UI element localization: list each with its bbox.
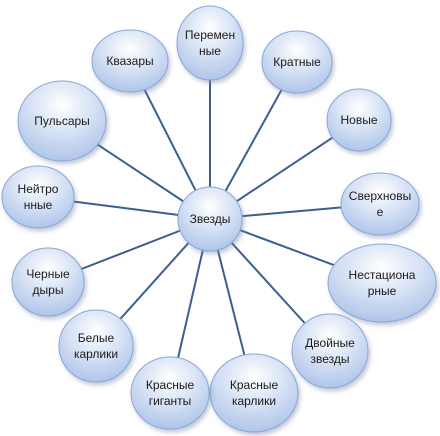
- node-neitronnye: Нейтро нные: [1, 165, 75, 229]
- node-krasnye-karliki-label-line: Красные: [230, 378, 279, 392]
- node-chernye-dyry-label-line: Черные: [26, 267, 70, 281]
- center-node-zvezdy-circle: [177, 186, 243, 252]
- node-kvazary: Квазары: [91, 29, 169, 93]
- node-novye-circle: [326, 88, 392, 152]
- node-belye-karliki-label-line: карлики: [74, 347, 118, 361]
- node-pulsary-circle: [17, 80, 107, 162]
- node-kratnye-label-line: Кратные: [273, 55, 321, 69]
- node-belye-karliki: Белые карлики: [58, 309, 134, 383]
- node-peremennye-label-line: ные: [199, 44, 221, 58]
- center-node-zvezdy-label-line: Звезды: [190, 212, 231, 226]
- node-peremennye-circle: [176, 5, 244, 81]
- node-belye-karliki-circle: [58, 309, 134, 383]
- node-sverkhnovye: Сверхновы е: [340, 172, 420, 236]
- node-krasnye-giganty-label-line: Красные: [146, 378, 195, 392]
- node-chernye-dyry: Черные дыры: [11, 247, 85, 317]
- node-belye-karliki-label-line: Белые: [78, 331, 115, 345]
- node-neitronnye-label-line: Нейтро: [18, 182, 59, 196]
- node-kvazary-label-line: Квазары: [106, 54, 153, 68]
- node-sverkhnovye-circle: [340, 172, 420, 236]
- node-krasnye-karliki-circle: [209, 353, 299, 433]
- node-krasnye-karliki: Красные карлики: [209, 353, 299, 433]
- node-kratnye: Кратные: [261, 30, 333, 94]
- node-novye-label-line: Новые: [340, 113, 377, 127]
- node-sverkhnovye-label-line: е: [377, 205, 384, 219]
- node-sverkhnovye-label-line: Сверхновы: [349, 189, 411, 203]
- node-peremennye: Перемен ные: [176, 5, 244, 81]
- center-node-zvezdy: Звезды: [177, 186, 243, 252]
- node-nestatsionarnye: Нестациона рные: [327, 243, 437, 323]
- node-krasnye-giganty-circle: [130, 356, 210, 430]
- node-kvazary-circle: [91, 29, 169, 93]
- node-kratnye-circle: [261, 30, 333, 94]
- node-chernye-dyry-label-line: дыры: [33, 283, 64, 297]
- node-krasnye-giganty: Красные гиганты: [130, 356, 210, 430]
- node-nestatsionarnye-label-line: Нестациона: [349, 268, 416, 282]
- node-nestatsionarnye-label-line: рные: [368, 284, 397, 298]
- node-peremennye-label-line: Перемен: [185, 28, 235, 42]
- node-novye: Новые: [326, 88, 392, 152]
- node-chernye-dyry-circle: [11, 247, 85, 317]
- node-pulsary: Пульсары: [17, 80, 107, 162]
- node-dvoinye: Двойные звезды: [291, 313, 369, 389]
- node-dvoinye-label-line: звезды: [310, 352, 349, 366]
- node-krasnye-karliki-label-line: карлики: [232, 394, 276, 408]
- node-neitronnye-label-line: нные: [24, 198, 53, 212]
- node-dvoinye-label-line: Двойные: [305, 336, 355, 350]
- node-krasnye-giganty-label-line: гиганты: [149, 394, 192, 408]
- node-neitronnye-circle: [1, 165, 75, 229]
- node-dvoinye-circle: [291, 313, 369, 389]
- node-pulsary-label-line: Пульсары: [34, 114, 90, 128]
- node-nestatsionarnye-circle: [327, 243, 437, 323]
